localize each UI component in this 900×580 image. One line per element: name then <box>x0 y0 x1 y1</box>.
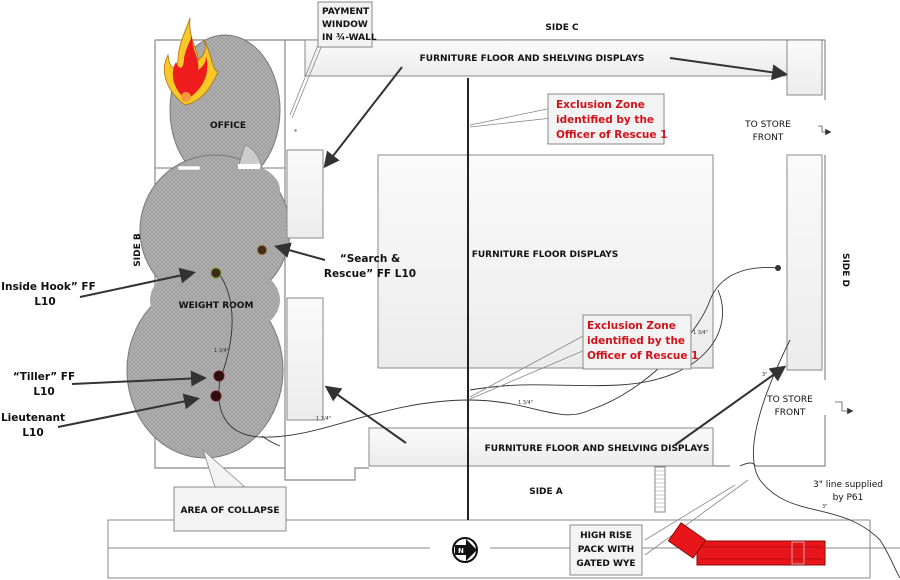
office-label: OFFICE <box>210 121 246 131</box>
display-top-label: FURNITURE FLOOR AND SHELVING DISPLAYS <box>420 54 645 64</box>
display-top-right <box>786 39 823 96</box>
hose-label: 1 3/4" <box>518 400 533 406</box>
svg-text:IN ¾-WALL: IN ¾-WALL <box>322 33 377 43</box>
hose-label: 1 3/4" <box>316 416 331 422</box>
hose-label: 3" <box>762 372 767 378</box>
ladder-truck-icon <box>667 522 826 566</box>
side-b-label: SIDE B <box>133 233 143 267</box>
hose-label: 3" <box>822 504 827 510</box>
display-center-label: FURNITURE FLOOR DISPLAYS <box>472 250 619 260</box>
hose-label: 1 3/4" <box>693 330 708 336</box>
svg-text:L10: L10 <box>34 296 55 308</box>
svg-text:Rescue” FF L10: Rescue” FF L10 <box>324 268 416 280</box>
svg-text:WINDOW: WINDOW <box>322 20 368 30</box>
fire-icon <box>164 17 219 106</box>
svg-text:Exclusion Zone: Exclusion Zone <box>587 320 676 332</box>
svg-text:GATED WYE: GATED WYE <box>576 559 635 569</box>
firefighter-icons <box>210 245 781 402</box>
side-c-label: SIDE C <box>545 23 579 33</box>
side-a-label: SIDE A <box>529 487 563 497</box>
svg-text:by P61: by P61 <box>833 493 864 503</box>
firefighter-tiller-icon <box>213 370 225 382</box>
display-left-upper <box>286 149 324 239</box>
svg-text:PAYMENT: PAYMENT <box>322 7 370 17</box>
to-store-front-2: TO STORE FRONT <box>766 395 854 418</box>
personnel-lieutenant: Lieutenant L10 <box>1 412 65 439</box>
high-rise-pack-callout: HIGH RISE PACK WITH GATED WYE <box>569 479 749 576</box>
svg-text:Officer of Rescue 1: Officer of Rescue 1 <box>587 350 699 362</box>
svg-text:L10: L10 <box>22 427 43 439</box>
display-bottom-label: FURNITURE FLOOR AND SHELVING DISPLAYS <box>485 444 710 454</box>
svg-text:3" line supplied: 3" line supplied <box>813 480 883 490</box>
svg-text:identified by the: identified by the <box>556 114 654 126</box>
svg-text:AREA OF COLLAPSE: AREA OF COLLAPSE <box>181 506 280 516</box>
personnel-search-rescue: “Search & Rescue” FF L10 <box>324 253 416 280</box>
svg-text:TO STORE: TO STORE <box>766 395 813 405</box>
north-compass-icon: N <box>452 537 478 563</box>
smoke-cloud <box>126 34 291 459</box>
weight-room-label: WEIGHT ROOM <box>179 301 254 311</box>
area-of-collapse-callout: AREA OF COLLAPSE <box>173 448 287 532</box>
hose-label: 1 3/4" <box>214 348 229 354</box>
svg-text:FRONT: FRONT <box>753 133 784 143</box>
svg-text:N: N <box>458 547 464 555</box>
svg-text:TO STORE: TO STORE <box>744 120 791 130</box>
pointer-arrows <box>57 57 788 446</box>
display-side-d <box>786 154 823 371</box>
svg-text:Exclusion Zone: Exclusion Zone <box>556 99 645 111</box>
svg-text:HIGH RISE: HIGH RISE <box>580 531 632 541</box>
display-left-lower <box>286 297 324 421</box>
firefighter-search-rescue-icon <box>257 245 267 255</box>
svg-text:L10: L10 <box>33 386 54 398</box>
nozzle-icon <box>775 265 781 271</box>
exclusion-zone-callout-1: Exclusion Zone identified by the Officer… <box>469 93 668 145</box>
stairs <box>654 466 666 513</box>
svg-text:Lieutenant: Lieutenant <box>1 412 65 424</box>
svg-text:Officer of Rescue 1: Officer of Rescue 1 <box>556 129 668 141</box>
svg-text:identified by the: identified by the <box>587 335 685 347</box>
svg-text:FRONT: FRONT <box>775 408 806 418</box>
svg-text:“Search &: “Search & <box>340 253 400 265</box>
svg-text:PACK WITH: PACK WITH <box>578 545 634 555</box>
to-store-front-1: TO STORE FRONT <box>744 120 832 143</box>
payment-window-callout: PAYMENT WINDOW IN ¾-WALL <box>289 1 377 119</box>
svg-text:“Tiller” FF: “Tiller” FF <box>13 371 75 383</box>
svg-text:“Inside Hook” FF: “Inside Hook” FF <box>0 281 96 293</box>
exclusion-zone-callout-2: Exclusion Zone identified by the Officer… <box>469 314 699 400</box>
firefighter-lieutenant-icon <box>210 390 222 402</box>
side-d-label: SIDE D <box>840 253 850 287</box>
personnel-inside-hook: “Inside Hook” FF L10 <box>0 281 96 308</box>
three-inch-line-label: 3" line supplied by P61 <box>813 480 883 503</box>
firefighter-inside-hook-icon <box>210 267 222 279</box>
personnel-tiller: “Tiller” FF L10 <box>13 371 75 398</box>
display-top: FURNITURE FLOOR AND SHELVING DISPLAYS <box>304 39 788 77</box>
display-bottom: FURNITURE FLOOR AND SHELVING DISPLAYS <box>368 427 714 467</box>
